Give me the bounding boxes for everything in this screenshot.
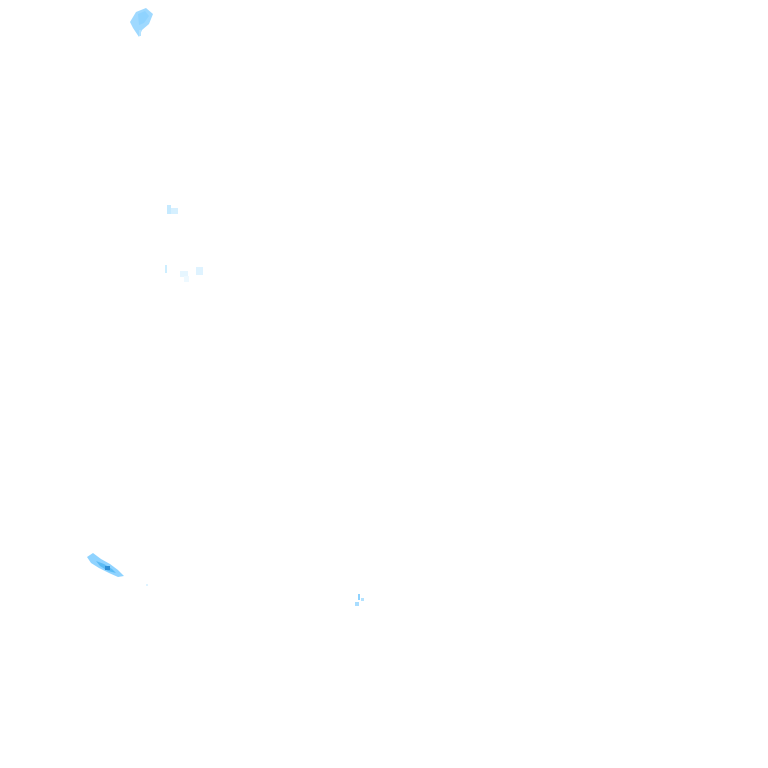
radar-echo-south-center — [355, 594, 364, 606]
radar-echo-northwest — [130, 8, 153, 37]
radar-echo-southwest — [87, 553, 148, 586]
radar-echo-middle — [165, 265, 203, 282]
radar-echo-upper-middle — [167, 205, 178, 214]
